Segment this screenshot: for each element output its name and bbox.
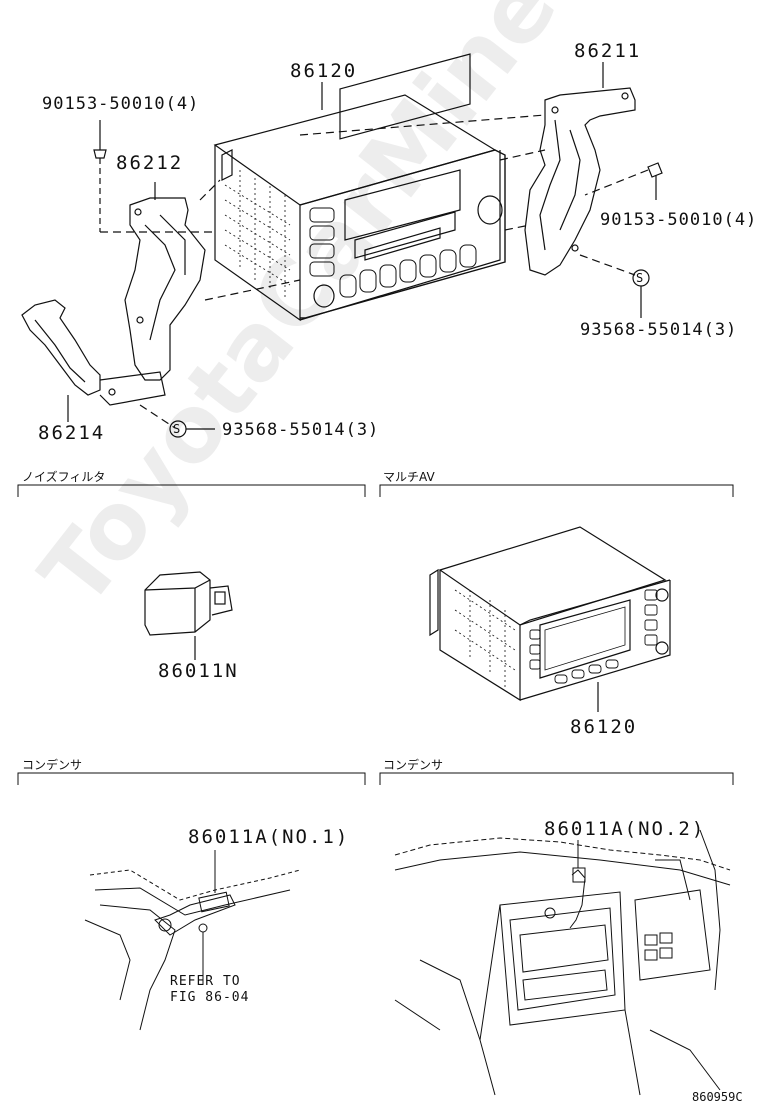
bracket-86211 — [524, 62, 636, 276]
bracket-86214 — [21, 299, 166, 422]
refer-note-line2: FIG 86-04 — [170, 990, 250, 1005]
bracket-86212 — [124, 182, 206, 381]
condenser-no1-scene — [84, 850, 301, 1031]
label-washer-right: 93568-55014(3) — [580, 320, 738, 340]
label-screw-left: 90153-50010(4) — [42, 94, 200, 114]
washer-symbol-right — [632, 269, 650, 318]
label-86120-head-unit: 86120 — [290, 60, 358, 82]
label-86211: 86211 — [574, 40, 642, 62]
condenser-no2-scene — [394, 829, 731, 1096]
section-brackets — [17, 484, 734, 785]
label-86011A-no2: 86011A(NO.2) — [544, 818, 706, 840]
section-title-noise-filter: ノイズフィルタ — [22, 470, 106, 484]
section-title-condenser-right: コンデンサ — [383, 758, 444, 772]
label-86212: 86212 — [116, 152, 184, 174]
label-86120-multi-av: 86120 — [570, 716, 638, 738]
diagram-code: 860959C — [692, 1090, 743, 1104]
label-86214: 86214 — [38, 422, 106, 444]
head-unit-86120 — [213, 53, 506, 322]
section-title-multi-av: マルチAV — [383, 470, 435, 484]
refer-note-line1: REFER TO — [170, 974, 241, 989]
screw-right — [584, 162, 663, 200]
washer-symbol-bottom — [169, 420, 215, 438]
dashed-guides — [139, 114, 636, 429]
section-title-condenser-left: コンデンサ — [22, 758, 83, 772]
label-86011A-no1: 86011A(NO.1) — [188, 826, 350, 848]
label-washer-bottom: 93568-55014(3) — [222, 420, 380, 440]
multi-av-unit-86120 — [429, 526, 671, 712]
washer-symbol-letter-right: S — [636, 271, 644, 285]
noise-filter-86011N — [144, 571, 233, 660]
screw-left — [93, 120, 215, 233]
label-86011N: 86011N — [158, 660, 239, 682]
washer-symbol-letter-bottom: S — [173, 422, 181, 436]
label-screw-right: 90153-50010(4) — [600, 210, 758, 230]
